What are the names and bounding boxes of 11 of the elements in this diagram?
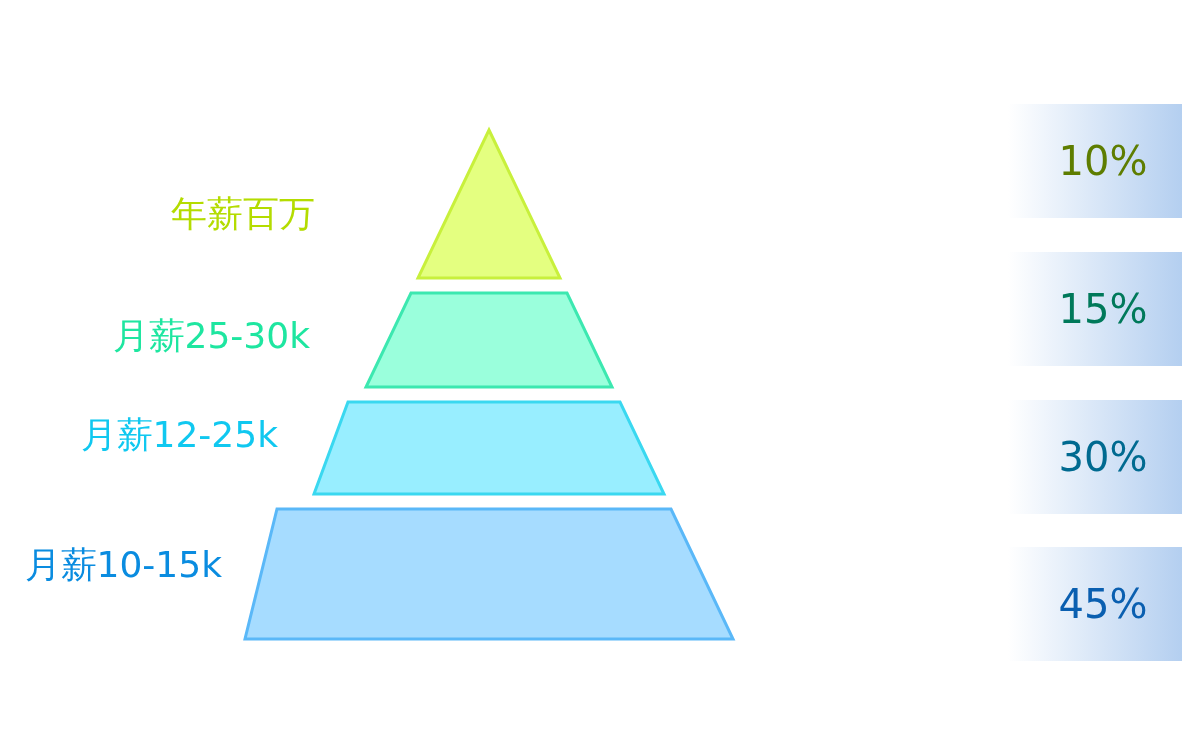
percentage-value: 45% [1058, 581, 1148, 627]
pyramid-layer [314, 402, 664, 494]
pyramid-layer [366, 293, 612, 387]
tier-label: 月薪10-15k [24, 543, 222, 587]
tier-label: 月薪25-30k [112, 314, 310, 358]
tier-label: 月薪12-25k [80, 413, 278, 457]
percentage-value: 10% [1058, 138, 1148, 184]
percentage-value: 15% [1058, 286, 1148, 332]
percentage-value: 30% [1058, 434, 1148, 480]
tier-label: 年薪百万 [171, 192, 315, 236]
pyramid-layer [245, 509, 733, 639]
